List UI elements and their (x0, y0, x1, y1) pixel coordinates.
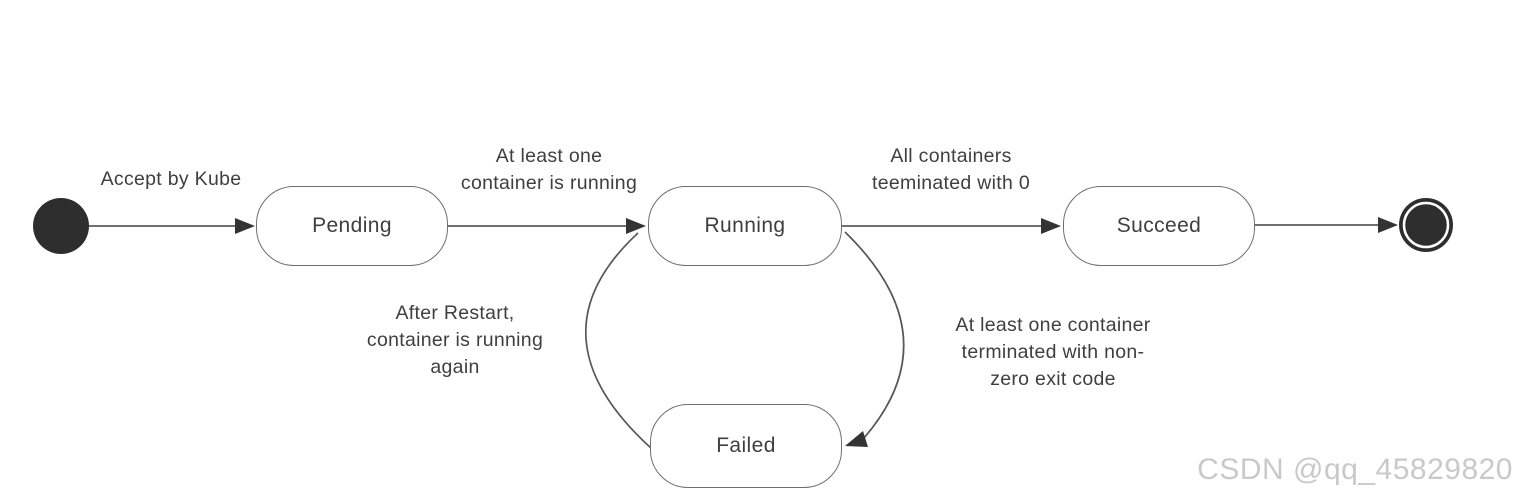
state-failed-label: Failed (716, 434, 776, 457)
watermark: CSDN @qq_45829820 (1197, 453, 1513, 486)
edge-label-pending-to-running: At least one container is running (460, 145, 638, 194)
start-node (33, 198, 89, 254)
state-succeed-label: Succeed (1116, 214, 1202, 237)
edge-label-running-to-failed: At least one container terminated with n… (955, 314, 1151, 390)
state-pending: Pending (256, 186, 448, 266)
edge-failed-to-running (584, 232, 653, 450)
arrowhead-into-failed (845, 431, 868, 447)
edge-label-start-to-pending: Accept by Kube (100, 168, 242, 190)
arrowhead-into-end (1378, 217, 1398, 233)
state-running: Running (648, 186, 842, 266)
edge-running-to-failed (844, 231, 905, 439)
arrowhead-into-running (626, 218, 646, 234)
edge-label-failed-to-running: After Restart, container is running agai… (366, 302, 544, 378)
end-node-ring (1402, 201, 1450, 249)
state-running-label: Running (704, 214, 786, 237)
arrowhead-into-pending (235, 218, 255, 234)
state-succeed: Succeed (1063, 186, 1255, 266)
arrowhead-into-succeed (1041, 218, 1061, 234)
edge-label-running-to-succeed: All containers teeminated with 0 (872, 145, 1030, 194)
state-failed: Failed (650, 404, 842, 488)
state-pending-label: Pending (312, 214, 392, 237)
end-node (1399, 198, 1453, 252)
